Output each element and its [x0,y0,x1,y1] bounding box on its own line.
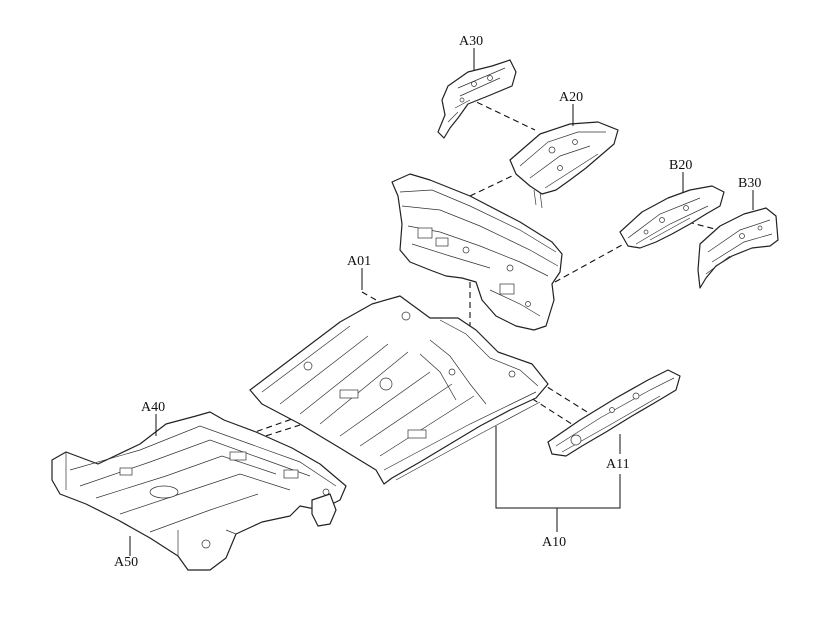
label-a11: A11 [606,457,630,472]
part-b30-wheelhouse [697,207,779,289]
part-b20-wheelhouse [619,185,725,249]
callout-labels: A30 A20 B20 B30 A01 A40 A11 A10 A50 [114,34,761,570]
label-a20: A20 [559,90,583,105]
label-a10: A10 [542,535,566,550]
label-a50: A50 [114,555,138,570]
part-a40-a50-rear-floor [51,411,347,571]
part-a11-side-rail [547,369,681,457]
label-b30: B30 [738,176,761,191]
leader-lines [129,48,754,556]
part-a20-panel [509,121,619,209]
part-a01-main-floor [249,295,549,485]
label-a30: A30 [459,34,483,49]
label-a40: A40 [141,400,165,415]
label-b20: B20 [669,158,692,173]
part-a30-panel [437,59,517,139]
part-rear-bulkhead-panel [391,173,563,331]
label-a01: A01 [347,254,371,269]
